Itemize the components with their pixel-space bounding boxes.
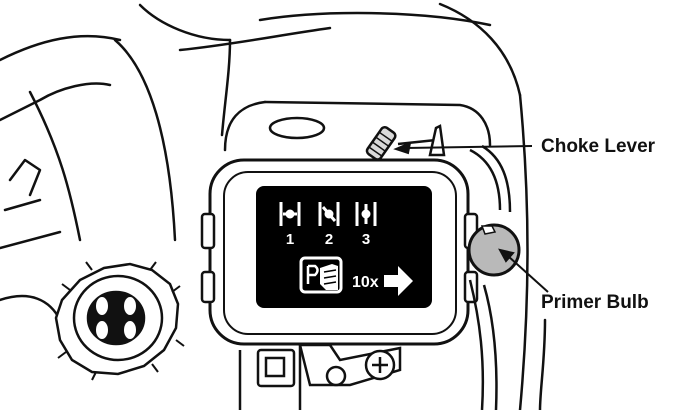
choke-position-3-label: 3 [362,231,370,248]
choke-position-1-label: 1 [286,231,294,248]
primer-bulb-highlight [480,225,497,235]
primer-bulb-label: Primer Bulb [541,292,649,313]
fuel-cap-ridges [57,261,185,381]
choke-lever [365,124,446,161]
control-panel-bezel [223,171,457,335]
lower-mechanism [238,343,402,410]
callout-leaders [393,141,549,293]
engine-housing [0,2,547,410]
fuel-cap [54,262,180,376]
primer-bulb [467,223,521,277]
primer-press-hand-icon [299,256,343,294]
choke-lever-label: Choke Lever [541,136,656,157]
choke-position-1-icon [279,202,301,226]
choke-position-2-icon [318,202,340,226]
choke-position-3-icon [355,202,377,226]
fuel-lines [468,144,512,410]
choke-position-2-label: 2 [325,231,333,248]
arrow-right-icon [384,266,413,296]
prime-count-label: 10x [352,274,379,291]
top-cap [268,116,326,140]
